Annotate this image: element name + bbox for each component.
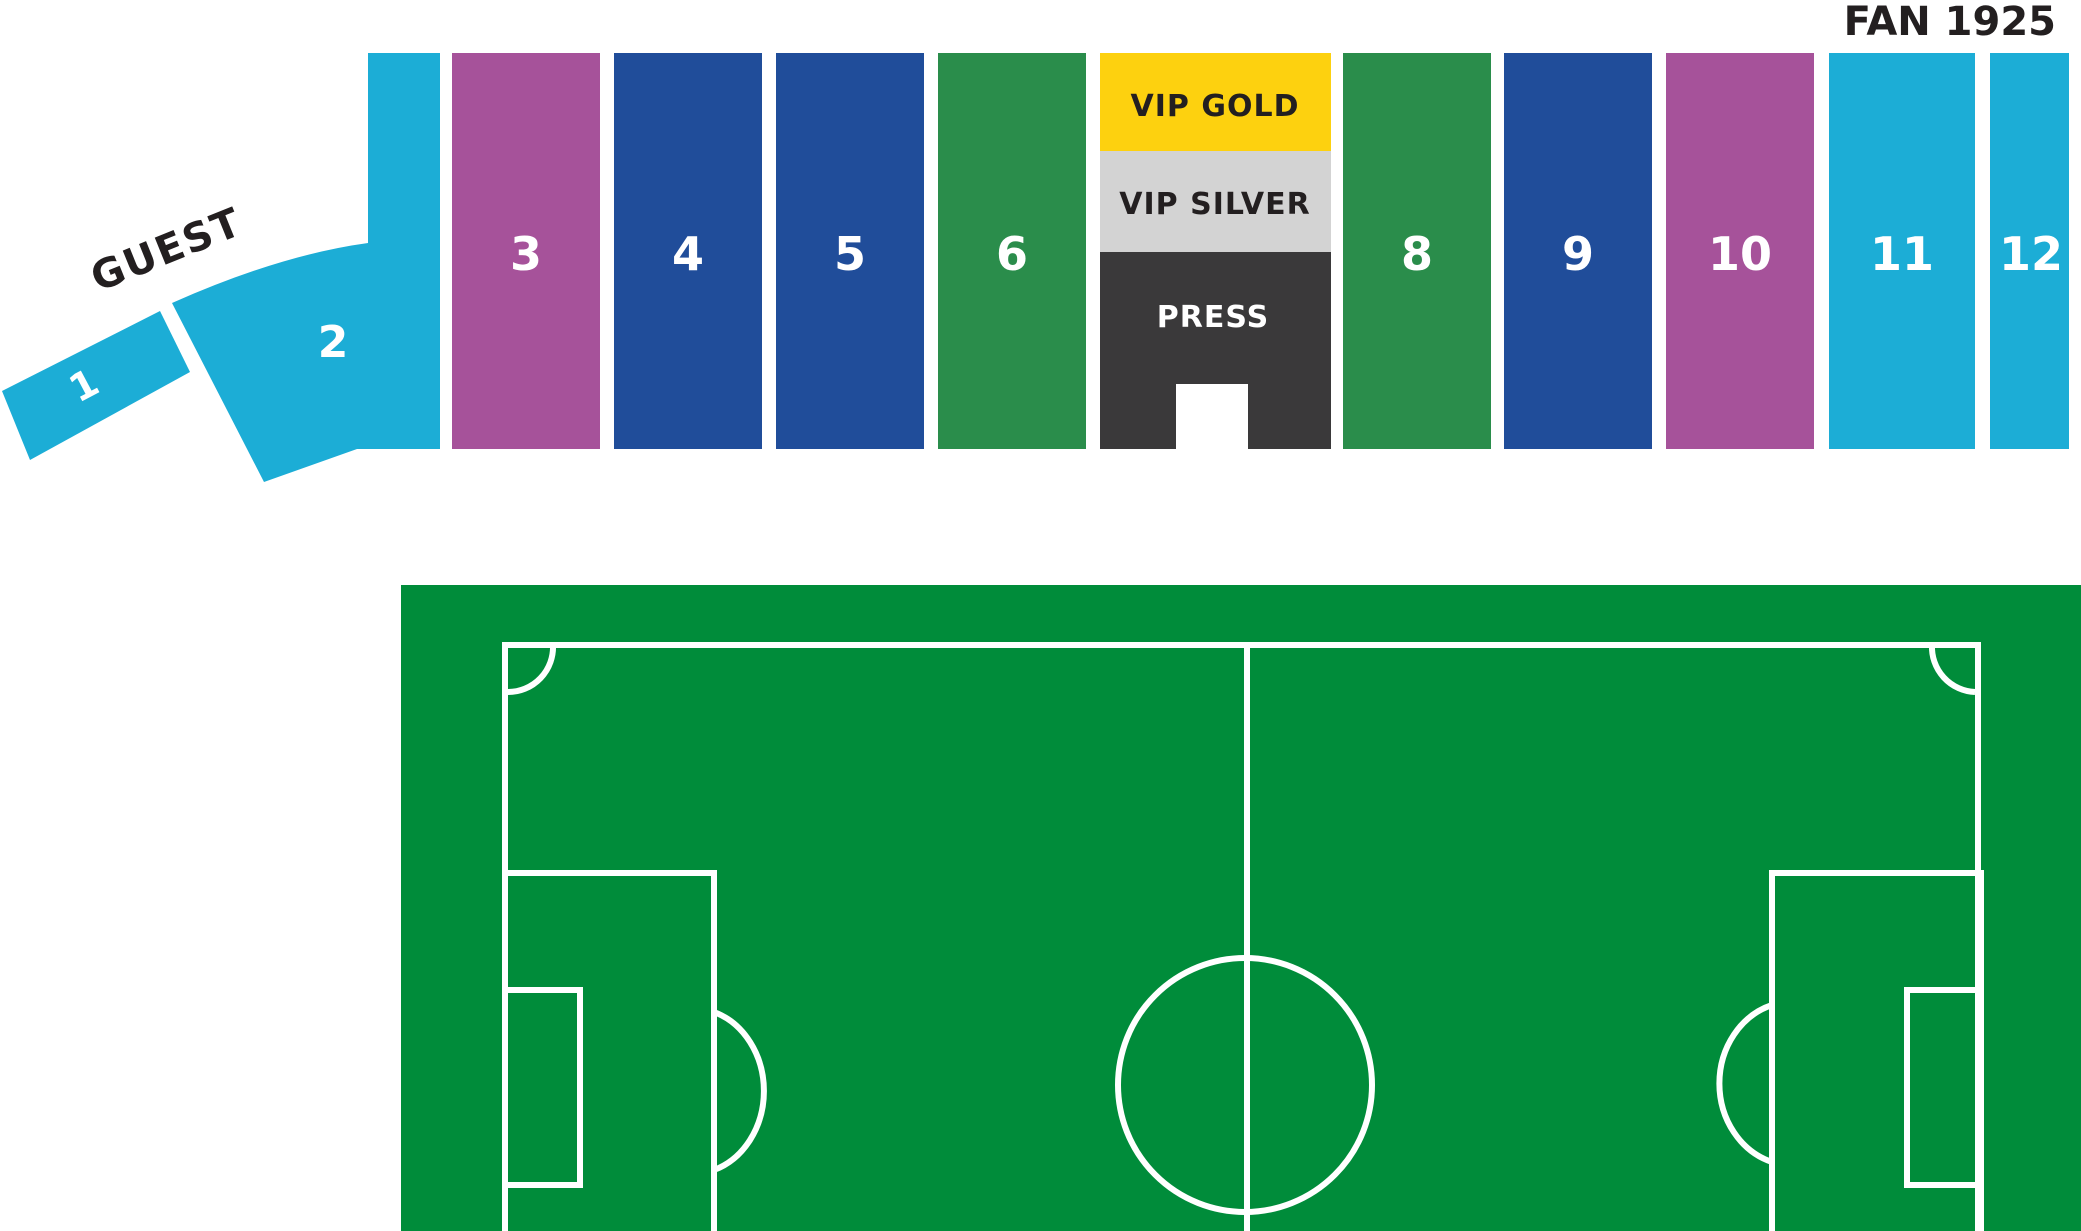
football-pitch [401, 585, 2081, 1231]
sector-4-label: 4 [672, 227, 704, 281]
sector-5[interactable]: 5 [776, 53, 924, 449]
sector-11-label: 11 [1870, 227, 1934, 281]
sector-10-shape [1666, 53, 1814, 449]
sector-12-shape [1990, 53, 2069, 449]
pitch-grass [401, 585, 2081, 1231]
vip-gold-label: VIP GOLD [1131, 89, 1300, 124]
sector-10[interactable]: 10 [1666, 53, 1814, 449]
sector-5-shape [776, 53, 924, 449]
sector-1[interactable]: 1 [2, 311, 190, 460]
pitch-markings [502, 642, 1984, 1231]
sector-6-label: 6 [996, 227, 1028, 281]
sector-9-label: 9 [1562, 227, 1594, 281]
sector-3-label: 3 [510, 227, 542, 281]
sector-6-shape [938, 53, 1086, 449]
sector-5-label: 5 [834, 227, 866, 281]
left-goal-box [502, 987, 583, 1188]
vip-silver-label: VIP SILVER [1119, 187, 1310, 222]
sector-9[interactable]: 9 [1504, 53, 1652, 449]
press-label: PRESS [1157, 300, 1269, 335]
right-penalty-arc [1716, 1002, 1773, 1165]
sector-vip-silver[interactable]: VIP SILVER [1100, 151, 1331, 252]
press-shape [1100, 252, 1331, 449]
sector-press[interactable]: PRESS [1100, 252, 1331, 449]
sector-2-upper-strip [368, 53, 440, 449]
sector-8[interactable]: 8 [1343, 53, 1491, 449]
sector-12-label: 12 [1999, 227, 2063, 281]
sector-3[interactable]: 3 [452, 53, 600, 449]
sector-9-shape [1504, 53, 1652, 449]
top-left-corner-arc [507, 644, 557, 696]
right-goal-box [1904, 987, 1984, 1188]
sector-11-shape [1829, 53, 1975, 449]
sector-4-shape [614, 53, 762, 449]
sector-2-shape [172, 243, 368, 482]
sector-1-shape [2, 311, 190, 460]
sector-8-shape [1343, 53, 1491, 449]
sector-8-label: 8 [1401, 227, 1433, 281]
sector-11[interactable]: 11 [1829, 53, 1975, 449]
fan-1925-label: FAN 1925 [1844, 0, 2056, 45]
center-circle [1115, 955, 1375, 1215]
sector-2-label: 2 [318, 317, 349, 368]
sector-3-shape [452, 53, 600, 449]
sector-6[interactable]: 6 [938, 53, 1086, 449]
sector-12[interactable]: 12 [1990, 53, 2069, 449]
sector-vip-gold[interactable]: VIP GOLD [1100, 53, 1331, 151]
sector-4[interactable]: 4 [614, 53, 762, 449]
vip-gold-shape [1100, 53, 1331, 151]
sector-10-label: 10 [1708, 227, 1772, 281]
vip-silver-shape [1100, 151, 1331, 252]
sector-2[interactable]: 2 [172, 243, 368, 482]
top-right-corner-arc [1928, 644, 1976, 695]
left-penalty-arc [712, 1009, 767, 1173]
